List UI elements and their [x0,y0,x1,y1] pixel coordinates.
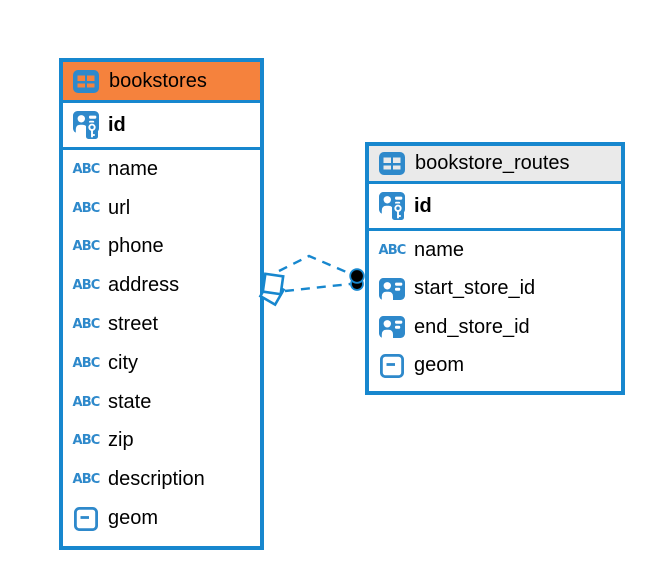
column-row[interactable]: ABC zip [63,421,260,461]
column-row[interactable]: ABC phone [63,227,260,267]
table-bookstore-routes-header[interactable]: bookstore_routes [369,146,621,184]
columns-list: ABC name ABC url ABC phone ABC address A… [63,150,260,538]
column-row[interactable]: ABC name [63,150,260,189]
column-name: geom [108,507,159,530]
column-name: name [108,157,159,180]
text-type-icon: ABC [72,355,100,371]
text-type-icon: ABC [72,317,100,333]
geometry-type-icon [378,353,406,378]
column-name: city [108,351,138,374]
column-name: address [108,274,180,297]
table-icon [378,152,406,175]
column-row[interactable]: ABC state [63,382,260,422]
column-row[interactable]: ABC address [63,266,260,306]
text-type-icon: ABC [378,242,406,258]
column-row-pk[interactable]: id [369,184,621,231]
text-type-icon: ABC [72,394,100,410]
relationship-dot-marker[interactable] [350,277,364,291]
text-type-icon: ABC [72,278,100,294]
column-name: phone [108,235,164,258]
primary-key-icon [72,111,100,139]
column-name: geom [414,354,465,377]
column-name: state [108,390,152,413]
table-bookstores-header[interactable]: bookstores [63,62,260,103]
text-type-icon: ABC [72,239,100,255]
column-name: start_store_id [414,277,536,300]
text-type-icon: ABC [72,472,100,488]
column-row[interactable]: end_store_id [369,308,621,347]
reference-type-icon [378,316,406,339]
text-type-icon: ABC [72,200,100,216]
column-row[interactable]: geom [369,346,621,385]
relationship-dot-marker[interactable] [349,268,365,284]
relationship-line-lower[interactable] [284,282,351,293]
primary-key-icon [378,192,406,220]
column-name: id [108,113,126,136]
column-name: id [414,194,432,217]
columns-list: ABC name start_store_id [369,231,621,385]
relationship-square-marker[interactable] [261,272,285,296]
table-name: bookstores [109,69,207,92]
column-row-pk[interactable]: id [63,103,260,150]
column-name: description [108,468,205,491]
reference-type-icon [378,277,406,300]
column-name: url [108,196,131,219]
column-name: zip [108,429,134,452]
column-row[interactable]: ABC description [63,460,260,500]
column-row[interactable]: ABC street [63,305,260,344]
geometry-type-icon [72,506,100,531]
column-row[interactable]: ABC name [369,231,621,270]
column-row[interactable]: geom [63,499,260,538]
column-row[interactable]: ABC url [63,188,260,228]
column-name: end_store_id [414,315,530,338]
text-type-icon: ABC [72,433,100,449]
table-name: bookstore_routes [415,152,570,174]
text-type-icon: ABC [72,161,100,177]
column-row[interactable]: start_store_id [369,269,621,308]
table-bookstore-routes[interactable]: bookstore_routes id ABC [365,142,625,395]
table-icon-glyph [73,69,99,93]
relationship-line-upper[interactable] [278,254,352,276]
table-bookstores[interactable]: bookstores id ABC [59,58,264,550]
column-row[interactable]: ABC city [63,343,260,383]
table-icon-glyph [379,152,405,175]
column-name: street [108,313,159,336]
column-name: name [414,238,465,261]
table-icon [72,69,100,93]
